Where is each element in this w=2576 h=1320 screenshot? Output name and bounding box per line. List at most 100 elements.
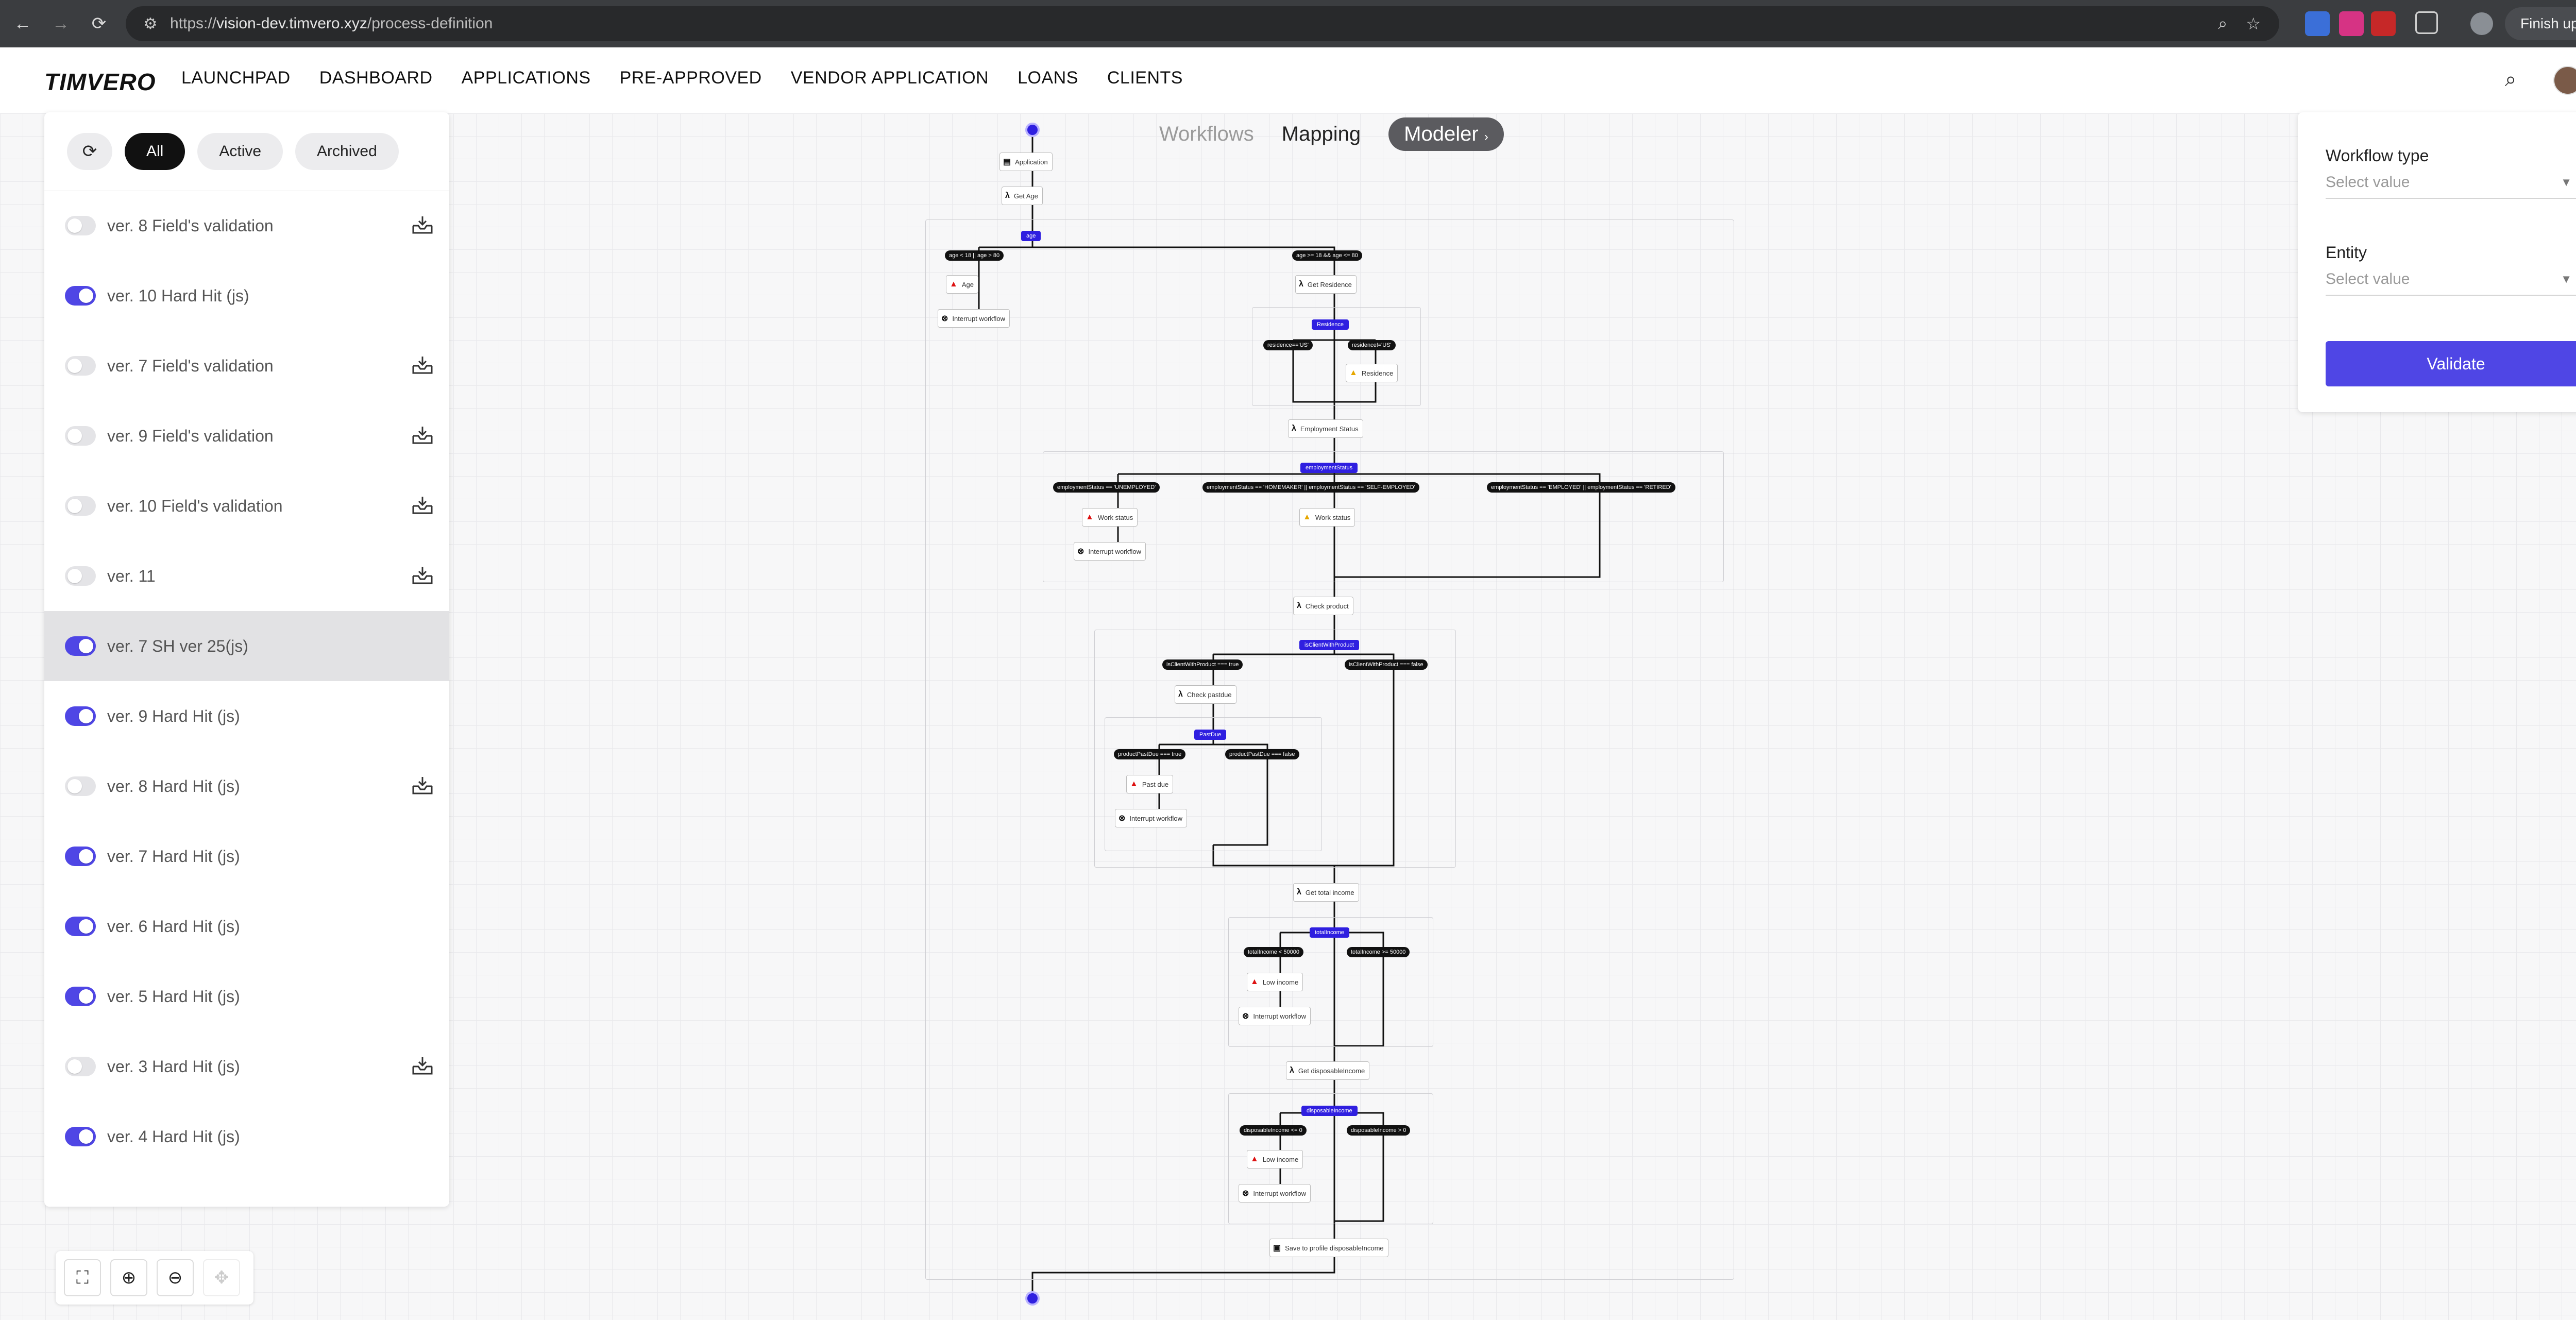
active-toggle[interactable] bbox=[65, 917, 96, 936]
active-toggle[interactable] bbox=[65, 566, 96, 586]
task-interrupt-disposable[interactable]: ⊗Interrupt workflow bbox=[1239, 1184, 1311, 1203]
task-work-status-error[interactable]: ▲Work status bbox=[1082, 508, 1138, 527]
condition-disposable-low[interactable]: disposableIncome <= 0 bbox=[1240, 1125, 1307, 1136]
condition-residence-not-us[interactable]: residence!='US' bbox=[1348, 340, 1396, 350]
unarchive-download-icon[interactable] bbox=[411, 354, 434, 375]
active-toggle[interactable] bbox=[65, 1057, 96, 1076]
validate-button[interactable]: Validate bbox=[2326, 341, 2576, 386]
active-toggle[interactable] bbox=[65, 286, 96, 306]
version-row[interactable]: ver. 9 Hard Hit (js) bbox=[44, 681, 449, 751]
version-row[interactable]: ver. 5 Hard Hit (js) bbox=[44, 961, 449, 1031]
condition-income-ok[interactable]: totalIncome >= 50000 bbox=[1347, 947, 1410, 957]
nav-loans[interactable]: LOANS bbox=[1018, 68, 1078, 88]
search-icon[interactable]: ⌕ bbox=[2505, 68, 2517, 91]
unarchive-download-icon[interactable] bbox=[411, 775, 434, 796]
condition-age-fail[interactable]: age < 18 || age > 80 bbox=[945, 250, 1004, 261]
active-toggle[interactable] bbox=[65, 706, 96, 726]
move-icon[interactable]: ✥ bbox=[203, 1259, 240, 1296]
version-row[interactable]: ver. 10 Hard Hit (js) bbox=[44, 261, 449, 331]
task-save-profile[interactable]: ▣Save to profile disposableIncome bbox=[1269, 1239, 1388, 1257]
task-application[interactable]: ▤Application bbox=[999, 153, 1053, 171]
tab-modeler[interactable]: Modeler › bbox=[1388, 117, 1504, 151]
active-toggle[interactable] bbox=[65, 496, 96, 516]
zoom-icon[interactable]: ⌕ bbox=[2218, 14, 2228, 32]
version-row[interactable]: ver. 8 Field's validation bbox=[44, 191, 449, 261]
version-row[interactable]: ver. 9 Field's validation bbox=[44, 401, 449, 471]
zoom-in-icon[interactable]: ⊕ bbox=[110, 1259, 147, 1296]
gateway-employment[interactable]: employmentStatus bbox=[1300, 463, 1358, 473]
tab-workflows[interactable]: Workflows bbox=[1159, 123, 1254, 145]
task-age[interactable]: ▲Age bbox=[946, 275, 978, 294]
condition-unemployed[interactable]: employmentStatus == 'UNEMPLOYED' bbox=[1053, 482, 1160, 493]
unarchive-download-icon[interactable] bbox=[411, 495, 434, 515]
extension-red-icon[interactable] bbox=[2371, 11, 2396, 36]
condition-age-pass[interactable]: age >= 18 && age <= 80 bbox=[1292, 250, 1362, 261]
workflow-type-select[interactable]: Select value ▼ bbox=[2326, 167, 2576, 199]
version-row[interactable]: ver. 7 Hard Hit (js) bbox=[44, 821, 449, 891]
unarchive-download-icon[interactable] bbox=[411, 565, 434, 585]
condition-disposable-ok[interactable]: disposableIncome > 0 bbox=[1347, 1125, 1411, 1136]
version-row[interactable]: ver. 3 Hard Hit (js) bbox=[44, 1031, 449, 1102]
version-row[interactable]: ver. 6 Hard Hit (js) bbox=[44, 891, 449, 961]
gateway-disposable-income[interactable]: disposableIncome bbox=[1301, 1106, 1358, 1116]
condition-employed-retired[interactable]: employmentStatus == 'EMPLOYED' || employ… bbox=[1487, 482, 1675, 493]
unarchive-download-icon[interactable] bbox=[411, 214, 434, 235]
version-row[interactable]: ver. 8 Hard Hit (js) bbox=[44, 751, 449, 821]
address-bar[interactable]: ⚙ https://vision-dev.timvero.xyz/process… bbox=[126, 6, 2279, 41]
task-interrupt-age[interactable]: ⊗Interrupt workflow bbox=[938, 309, 1010, 328]
nav-clients[interactable]: CLIENTS bbox=[1107, 68, 1183, 88]
bookmark-star-icon[interactable]: ☆ bbox=[2246, 14, 2261, 33]
active-toggle[interactable] bbox=[65, 847, 96, 866]
nav-launchpad[interactable]: LAUNCHPAD bbox=[181, 68, 291, 88]
active-toggle[interactable] bbox=[65, 356, 96, 376]
nav-dashboard[interactable]: DASHBOARD bbox=[319, 68, 433, 88]
active-toggle[interactable] bbox=[65, 426, 96, 446]
filter-active[interactable]: Active bbox=[197, 133, 283, 170]
task-interrupt-income[interactable]: ⊗Interrupt workflow bbox=[1239, 1007, 1311, 1025]
task-work-status-warning[interactable]: ▲Work status bbox=[1299, 508, 1355, 527]
unarchive-download-icon[interactable] bbox=[411, 1055, 434, 1076]
version-row[interactable]: ver. 7 SH ver 25(js) bbox=[44, 611, 449, 681]
condition-income-low[interactable]: totalIncome < 50000 bbox=[1244, 947, 1303, 957]
version-row[interactable]: ver. 4 Hard Hit (js) bbox=[44, 1102, 449, 1172]
gateway-product[interactable]: isClientWithProduct bbox=[1299, 640, 1359, 650]
tab-mapping[interactable]: Mapping bbox=[1281, 123, 1361, 145]
condition-product-true[interactable]: isClientWithProduct === true bbox=[1162, 659, 1243, 670]
extension-dollar-icon[interactable] bbox=[2339, 11, 2364, 36]
active-toggle[interactable] bbox=[65, 636, 96, 656]
condition-product-false[interactable]: isClientWithProduct === false bbox=[1345, 659, 1428, 670]
version-row[interactable]: ver. 11 bbox=[44, 541, 449, 611]
version-row[interactable]: ver. 7 Field's validation bbox=[44, 331, 449, 401]
active-toggle[interactable] bbox=[65, 1127, 96, 1146]
task-interrupt-employment[interactable]: ⊗Interrupt workflow bbox=[1074, 542, 1146, 561]
fit-view-icon[interactable]: ⛶ bbox=[64, 1259, 101, 1296]
task-past-due[interactable]: ▲Past due bbox=[1126, 775, 1174, 793]
task-low-income-disposable[interactable]: ▲Low income bbox=[1247, 1150, 1303, 1169]
filter-all[interactable]: All bbox=[125, 133, 185, 170]
back-icon[interactable]: ← bbox=[14, 13, 31, 33]
user-avatar[interactable] bbox=[2553, 66, 2576, 95]
extensions-puzzle-icon[interactable] bbox=[2415, 11, 2438, 34]
condition-pastdue-true[interactable]: productPastDue === true bbox=[1114, 749, 1186, 759]
start-event[interactable] bbox=[1025, 123, 1040, 137]
refresh-icon[interactable]: ⟳ bbox=[67, 133, 112, 170]
condition-homemaker-self-employed[interactable]: employmentStatus == 'HOMEMAKER' || emplo… bbox=[1202, 482, 1419, 493]
condition-pastdue-false[interactable]: productPastDue === false bbox=[1225, 749, 1299, 759]
gateway-residence[interactable]: Residence bbox=[1312, 319, 1349, 330]
nav-vendor-application[interactable]: VENDOR APPLICATION bbox=[790, 68, 989, 88]
gateway-age[interactable]: age bbox=[1021, 231, 1041, 241]
condition-residence-us[interactable]: residence=='US' bbox=[1263, 340, 1313, 350]
end-event[interactable] bbox=[1025, 1291, 1040, 1306]
active-toggle[interactable] bbox=[65, 987, 96, 1006]
task-residence[interactable]: ▲Residence bbox=[1346, 364, 1398, 382]
gateway-pastdue[interactable]: PastDue bbox=[1194, 730, 1227, 740]
nav-applications[interactable]: APPLICATIONS bbox=[461, 68, 591, 88]
active-toggle[interactable] bbox=[65, 216, 96, 235]
unarchive-download-icon[interactable] bbox=[411, 425, 434, 445]
